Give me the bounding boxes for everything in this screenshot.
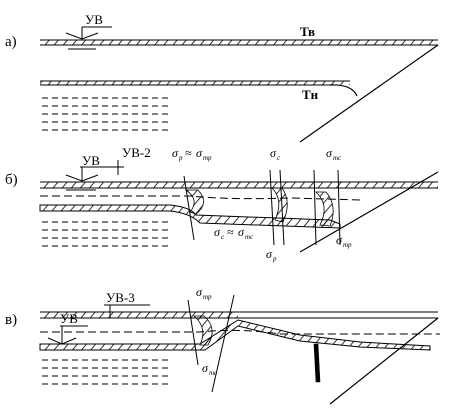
- sigma-r-bottom: σ р: [266, 247, 277, 263]
- water-dashes-b: [42, 221, 170, 247]
- svg-text:σ: σ: [326, 146, 333, 160]
- sigma-tr-bottom: σ тр: [336, 233, 352, 249]
- label-uv3: УВ-3: [106, 290, 135, 305]
- svg-text:≈: ≈: [185, 146, 192, 160]
- svg-text:с: с: [277, 154, 281, 162]
- svg-text:тр: тр: [203, 154, 212, 162]
- svg-text:σ: σ: [214, 225, 221, 239]
- svg-text:σ: σ: [266, 247, 273, 261]
- water-level-marker-b: [65, 160, 124, 191]
- svg-text:с: с: [221, 233, 225, 241]
- sigma-c-approx-tc: σ с ≈ σ тс: [214, 225, 254, 241]
- sigma-tc-c: σ тс: [202, 361, 218, 377]
- svg-text:тс: тс: [245, 233, 254, 241]
- svg-text:σ: σ: [336, 233, 343, 247]
- stress-profile-2: [269, 169, 288, 246]
- svg-text:≈: ≈: [227, 225, 234, 239]
- shore-slope: [299, 44, 439, 143]
- svg-text:σ: σ: [172, 146, 179, 160]
- svg-text:р: р: [178, 154, 183, 162]
- panel-a: а) УВ Тв Тн: [5, 12, 439, 143]
- stress-profile-3: [313, 169, 341, 246]
- svg-text:σ: σ: [196, 285, 203, 299]
- svg-text:тр: тр: [343, 241, 352, 249]
- svg-text:р: р: [272, 255, 277, 263]
- svg-text:тр: тр: [203, 293, 212, 301]
- label-uv-a: УВ: [85, 12, 103, 27]
- label-uv-b: УВ: [82, 153, 100, 168]
- panel-c-label: в): [5, 312, 17, 328]
- water-dashes: [42, 97, 170, 131]
- sigma-tr-c: σ тр: [196, 285, 212, 301]
- label-uv2: УВ-2: [122, 145, 151, 160]
- ice-band-upper: [40, 40, 438, 45]
- label-tv: Тв: [300, 24, 315, 39]
- panel-b: б): [5, 145, 439, 263]
- ice-band-lower-c: [39, 319, 431, 351]
- svg-text:σ: σ: [270, 146, 277, 160]
- label-tn: Тн: [302, 87, 319, 102]
- panel-c: в): [5, 285, 440, 405]
- svg-text:σ: σ: [202, 361, 209, 375]
- sigma-tc: σ тс: [326, 146, 342, 162]
- svg-text:тс: тс: [209, 369, 218, 377]
- water-level-marker: [65, 26, 112, 50]
- panel-a-label: а): [5, 34, 17, 50]
- ice-band-upper-b: [40, 182, 438, 188]
- stress-profile-1: [183, 175, 204, 241]
- sigma-c: σ с: [270, 146, 281, 162]
- water-dashes-c: [42, 359, 170, 385]
- ice-band-lower: [40, 81, 350, 85]
- label-uv-c: УВ: [60, 311, 78, 326]
- ice-band-upper-c: [40, 312, 238, 318]
- ice-band-lower-b: [39, 204, 341, 229]
- panel-b-label: б): [5, 172, 18, 188]
- stress-profile-c: [187, 294, 321, 393]
- sigma-r-approx-tr: σ р ≈ σ тр: [172, 146, 212, 162]
- water-level-marker-c: [47, 304, 150, 345]
- svg-text:σ: σ: [196, 146, 203, 160]
- shore-curve: [329, 84, 358, 97]
- svg-text:тс: тс: [333, 154, 342, 162]
- svg-text:σ: σ: [238, 225, 245, 239]
